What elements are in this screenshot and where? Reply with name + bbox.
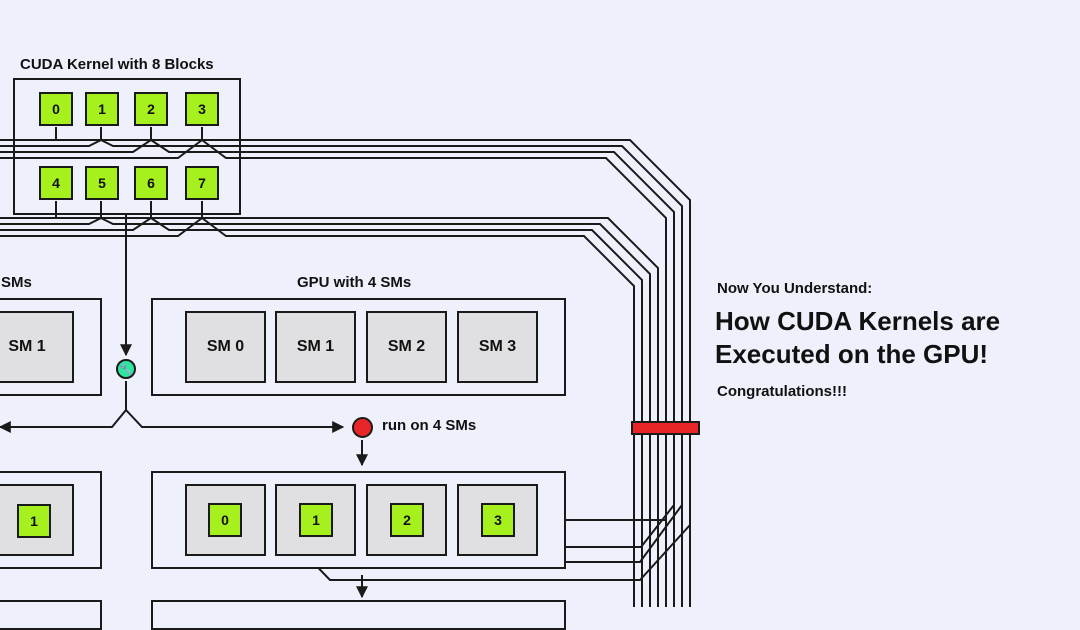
- kernel-block-6: 6: [134, 166, 168, 200]
- bus-wire-left-2: [0, 127, 152, 153]
- sm-0: SM 0: [185, 311, 266, 383]
- wrench-split-right: [125, 409, 345, 433]
- headline-line-1: How CUDA Kernels are: [715, 306, 1001, 336]
- running-block-3: 3: [481, 503, 515, 537]
- gpu-right-title: GPU with 4 SMs: [297, 274, 412, 291]
- bus-wire-right-0: [56, 139, 691, 607]
- run-label: run on 4 SMs: [382, 417, 477, 434]
- bus-wire-left-1: [0, 127, 102, 147]
- kernel-block-0: 0: [39, 92, 73, 126]
- sm-1: SM 1: [275, 311, 356, 383]
- running-block-2: 2: [390, 503, 424, 537]
- summary-footer: Congratulations!!!: [717, 383, 847, 400]
- bus-wire-right-3: [201, 139, 667, 607]
- summary-kicker: Now You Understand:: [717, 280, 873, 297]
- bus-wire2-left-2: [0, 201, 152, 231]
- kernel-box: [13, 78, 241, 215]
- kernel-block-4: 4: [39, 166, 73, 200]
- bus-wire2-left-1: [0, 201, 102, 225]
- bus-marker: [631, 421, 700, 435]
- run-marker-icon: [352, 417, 373, 438]
- bus-wire2-right-2: [150, 217, 643, 607]
- wrench-split-left: [0, 381, 127, 433]
- bus-wire2-left-3: [0, 201, 203, 237]
- sm-2: SM 2: [366, 311, 447, 383]
- bus-wire-left-0: [0, 127, 57, 141]
- wrench-icon: 🔧: [116, 359, 136, 379]
- kernel-block-1: 1: [85, 92, 119, 126]
- running-block-1: 1: [299, 503, 333, 537]
- gpu-left-sm-1: SM 1: [0, 311, 74, 383]
- summary-headline: How CUDA Kernels are Executed on the GPU…: [715, 305, 1000, 371]
- running-block-0: 0: [208, 503, 242, 537]
- running-sm-3: [457, 484, 538, 556]
- bus-wire2-right-1: [100, 217, 651, 607]
- bus-wire2-left-0: [0, 201, 57, 219]
- kernel-title: CUDA Kernel with 8 Blocks: [20, 56, 214, 73]
- bus-wire2-right-0: [56, 217, 659, 607]
- sm-3: SM 3: [457, 311, 538, 383]
- gpu-left-next-box: [0, 600, 102, 630]
- gpu-left-title: SMs: [1, 274, 32, 291]
- bus-wire-left-3: [0, 127, 203, 159]
- bus-wire-right-1: [100, 139, 683, 607]
- headline-line-2: Executed on the GPU!: [715, 339, 989, 369]
- gpu-left-assigned-block: 1: [17, 504, 51, 538]
- gpu-next-box: [151, 600, 566, 630]
- kernel-block-3: 3: [185, 92, 219, 126]
- kernel-block-7: 7: [185, 166, 219, 200]
- bus-wire-right-2: [150, 139, 675, 607]
- kernel-block-2: 2: [134, 92, 168, 126]
- bus-wire2-right-3: [201, 217, 635, 607]
- diagram-canvas: CUDA Kernel with 8 Blocks 0 1 2 3 4 5 6 …: [0, 56, 1000, 630]
- kernel-block-5: 5: [85, 166, 119, 200]
